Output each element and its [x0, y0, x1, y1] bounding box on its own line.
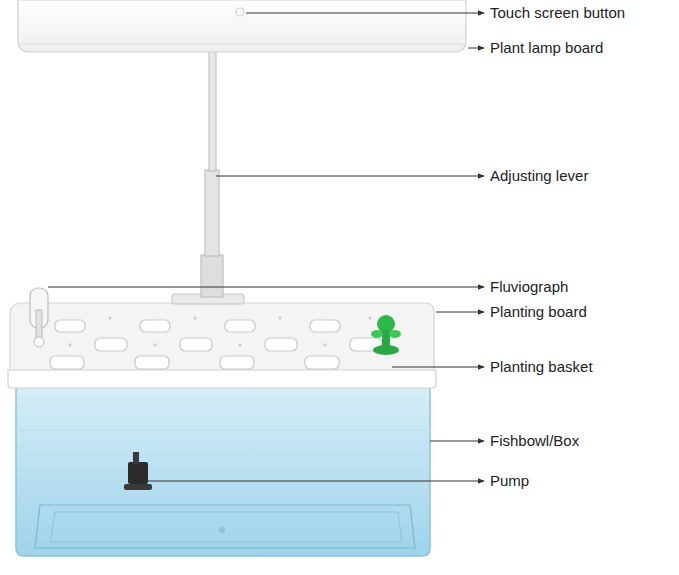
adjusting-lever	[172, 50, 244, 304]
part-label: Planting basket	[489, 358, 594, 376]
part-label: Planting board	[489, 303, 588, 321]
pump-symbol	[124, 452, 152, 490]
part-label: Touch screen button	[489, 4, 626, 22]
plant-lamp-board	[18, 0, 466, 52]
planting-board	[8, 303, 436, 388]
fishbowl-box	[16, 385, 430, 556]
part-label: Pump	[489, 472, 530, 490]
water-level-indicator	[30, 288, 48, 347]
part-label: Plant lamp board	[489, 39, 604, 57]
part-label: Fluviograph	[489, 278, 569, 296]
part-label: Fishbowl/Box	[489, 432, 580, 450]
leader-lines	[48, 13, 484, 481]
seedling	[371, 315, 401, 355]
part-label: Adjusting lever	[489, 167, 589, 185]
